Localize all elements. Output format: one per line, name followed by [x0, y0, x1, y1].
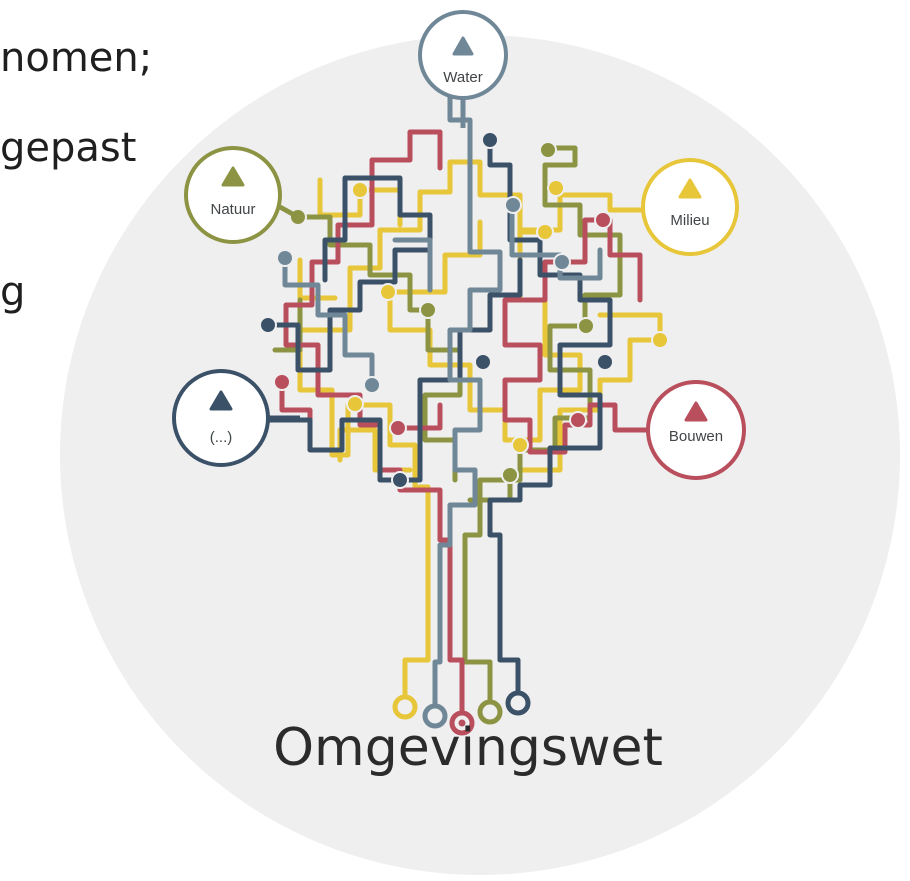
- circuit-junction-dot: [596, 353, 614, 371]
- circuit-junction-dot: [539, 141, 557, 159]
- root-terminal-red-dot: [458, 719, 466, 727]
- root-terminal-olive: [477, 699, 503, 725]
- node-milieu: Milieu: [641, 158, 739, 256]
- circuit-junction-dot: [651, 331, 669, 349]
- triangle-icon: [678, 178, 702, 199]
- circuit-junction-dot: [419, 301, 437, 319]
- circuit-junction-dot: [391, 471, 409, 489]
- circuit-junction-dot: [363, 376, 381, 394]
- node-milieu-label: Milieu: [670, 212, 709, 229]
- slide-text-line-1: nomen;: [0, 35, 153, 81]
- circuit-junction-dot: [504, 196, 522, 214]
- circuit-junction-dot: [481, 131, 499, 149]
- node-water: Water: [418, 10, 508, 100]
- circuit-junction-dot: [547, 179, 565, 197]
- circuit-trace-navy: [487, 137, 613, 703]
- triangle-icon: [684, 401, 708, 422]
- circuit-junction-dot: [511, 436, 529, 454]
- circuit-junction-dot: [276, 249, 294, 267]
- circuit-junction-dot: [273, 373, 291, 391]
- root-terminal-slate: [422, 703, 448, 729]
- node-other: (...): [172, 369, 270, 467]
- triangle-icon: [452, 36, 474, 56]
- slide-text-line-3: g: [0, 269, 26, 315]
- node-bouwen: Bouwen: [646, 380, 746, 480]
- node-natuur-ring: [184, 146, 282, 244]
- wordmark: Omgevingswet: [273, 718, 663, 778]
- node-other-ring: [172, 369, 270, 467]
- circuit-junction-dot: [389, 419, 407, 437]
- root-terminal-navy: [505, 690, 531, 716]
- circuit-junction-dot: [474, 353, 492, 371]
- circuit-junction-dot: [259, 316, 277, 334]
- triangle-icon: [221, 166, 245, 187]
- natuur-connector: [278, 204, 300, 220]
- node-other-label: (...): [210, 429, 233, 446]
- circuit-trace-olive: [462, 145, 623, 703]
- slide-text-line-2: gepast: [0, 125, 137, 171]
- circuit-junction-dot: [379, 283, 397, 301]
- node-bouwen-label: Bouwen: [669, 428, 723, 445]
- circuit-tree: [265, 93, 663, 723]
- circuit-junction-dot: [501, 466, 519, 484]
- circuit-junction-dot: [569, 411, 587, 429]
- circuit-junction-dot: [594, 211, 612, 229]
- node-water-label: Water: [443, 69, 482, 86]
- node-natuur: Natuur: [184, 146, 282, 244]
- root-terminal-yellow: [392, 694, 418, 720]
- circuit-junction-dot: [351, 181, 369, 199]
- root-terminals: [392, 690, 531, 736]
- circuit-trace-yellow-3: [297, 177, 663, 473]
- triangle-icon: [209, 390, 233, 411]
- circuit-junction-dot: [577, 317, 595, 335]
- circuit-junctions: [259, 131, 669, 489]
- circuit-junction-dot: [536, 223, 554, 241]
- circuit-junction-dot: [346, 395, 364, 413]
- circuit-trace-slate: [432, 93, 503, 723]
- circuit-junction-dot: [553, 253, 571, 271]
- node-milieu-ring: [641, 158, 739, 256]
- node-natuur-label: Natuur: [210, 201, 255, 218]
- node-connectors: [268, 98, 648, 433]
